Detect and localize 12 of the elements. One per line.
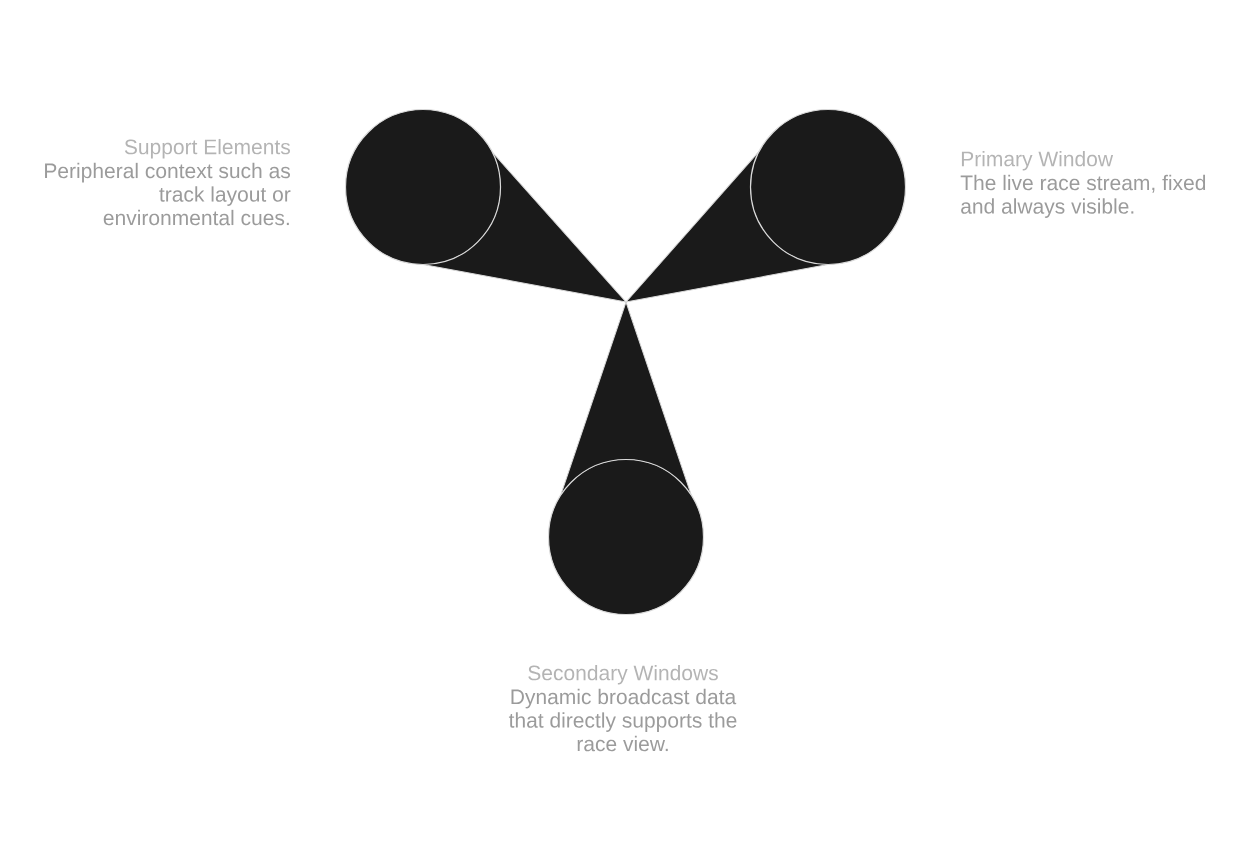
circle (547, 458, 705, 616)
circle (344, 108, 502, 266)
description: Peripheral context such as track layout or environmental cues. (45, 162, 291, 226)
cone-shape (625, 150, 829, 303)
description: The live race stream, fixed and always visible. (960, 174, 1206, 218)
heading: Primary Window (961, 150, 1114, 171)
description: Dynamic broadcast data that directly supports the race view. (508, 688, 737, 752)
heading: Support Elements (124, 138, 290, 159)
cone-shape (560, 301, 692, 496)
circle (749, 108, 907, 266)
cone-shape (422, 151, 627, 303)
heading: Secondary Windows (528, 664, 718, 685)
